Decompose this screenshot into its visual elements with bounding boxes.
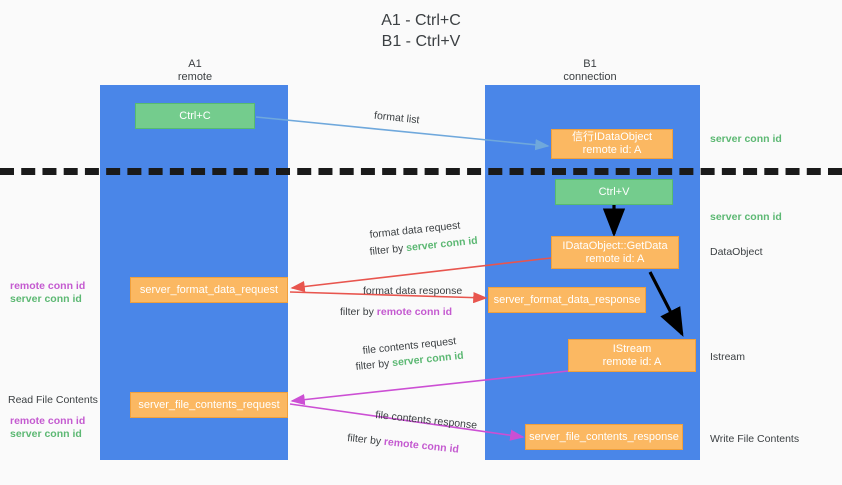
box-server-file-contents-response[interactable]: server_file_contents_response <box>525 424 683 450</box>
filter-prefix: filter by <box>340 306 377 318</box>
left-label-remote-conn-id-1: remote conn id <box>10 280 86 292</box>
arrow-format-list <box>255 116 550 151</box>
lane-header-a1: A1 remote <box>177 58 213 83</box>
arrow-file-contents-response <box>289 403 525 441</box>
arrow-file-contents-request <box>290 370 569 406</box>
lane-header-b1: B1 connection <box>563 58 617 83</box>
divider-dashed <box>0 168 842 175</box>
arrow-format-data-request <box>290 257 552 293</box>
box-server-format-data-request[interactable]: server_format_data_request <box>130 277 288 303</box>
right-label-write-file-contents: Write File Contents <box>710 433 800 445</box>
page-title: A1 - Ctrl+C B1 - Ctrl+V <box>381 12 461 50</box>
label-format-data-response-filter: filter by remote conn id <box>340 306 452 318</box>
box-ctrl-c[interactable]: Ctrl+C <box>135 103 255 129</box>
left-label-server-conn-id-1: server conn id <box>10 293 82 305</box>
box-idataobject-getdata[interactable]: IDataObject::GetData remote id: A <box>551 236 679 269</box>
label-format-data-response: format data response <box>363 285 463 297</box>
left-label-server-conn-id-2: server conn id <box>10 428 82 440</box>
arrow-format-data-response <box>289 291 488 304</box>
left-label-read-file-contents: Read File Contents <box>8 394 98 406</box>
box-server-format-data-response[interactable]: server_format_data_response <box>488 287 646 313</box>
left-label-remote-conn-id-2: remote conn id <box>10 415 86 427</box>
box-istream[interactable]: IStream remote id: A <box>568 339 696 372</box>
box-server-file-contents-request[interactable]: server_file_contents_request <box>130 392 288 418</box>
right-label-server-conn-id-2: server conn id <box>710 211 782 223</box>
right-label-dataobject: DataObject <box>710 246 763 258</box>
right-label-istream: Istream <box>710 351 746 363</box>
right-label-server-conn-id-1: server conn id <box>710 133 782 145</box>
arrow-getdata-to-istream <box>648 271 684 337</box>
box-idataobject[interactable]: 信行IDataObject remote id: A <box>551 129 673 159</box>
box-ctrl-v[interactable]: Ctrl+V <box>555 179 673 205</box>
filter-value-remote-conn-id: remote conn id <box>376 306 453 318</box>
